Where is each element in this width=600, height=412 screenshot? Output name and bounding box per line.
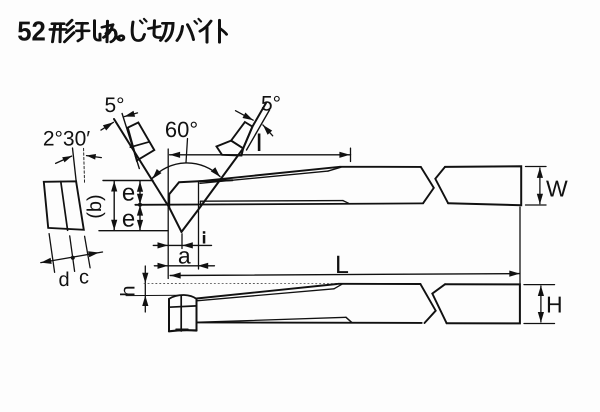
svg-text:52: 52 [17, 16, 46, 47]
svg-text:5°: 5° [104, 94, 124, 117]
svg-text:c: c [79, 267, 89, 289]
svg-text:e: e [122, 180, 135, 207]
svg-text:h: h [118, 285, 140, 296]
svg-text:5°: 5° [261, 93, 281, 116]
svg-text:e: e [122, 206, 135, 233]
svg-text:2°30′: 2°30′ [43, 128, 90, 151]
svg-text:L: L [335, 251, 349, 279]
svg-text:a: a [178, 243, 191, 269]
svg-text:60°: 60° [165, 117, 198, 142]
svg-text:(b): (b) [84, 194, 106, 218]
svg-text:H: H [546, 292, 563, 318]
svg-text:W: W [546, 176, 568, 202]
svg-text:d: d [58, 269, 69, 291]
